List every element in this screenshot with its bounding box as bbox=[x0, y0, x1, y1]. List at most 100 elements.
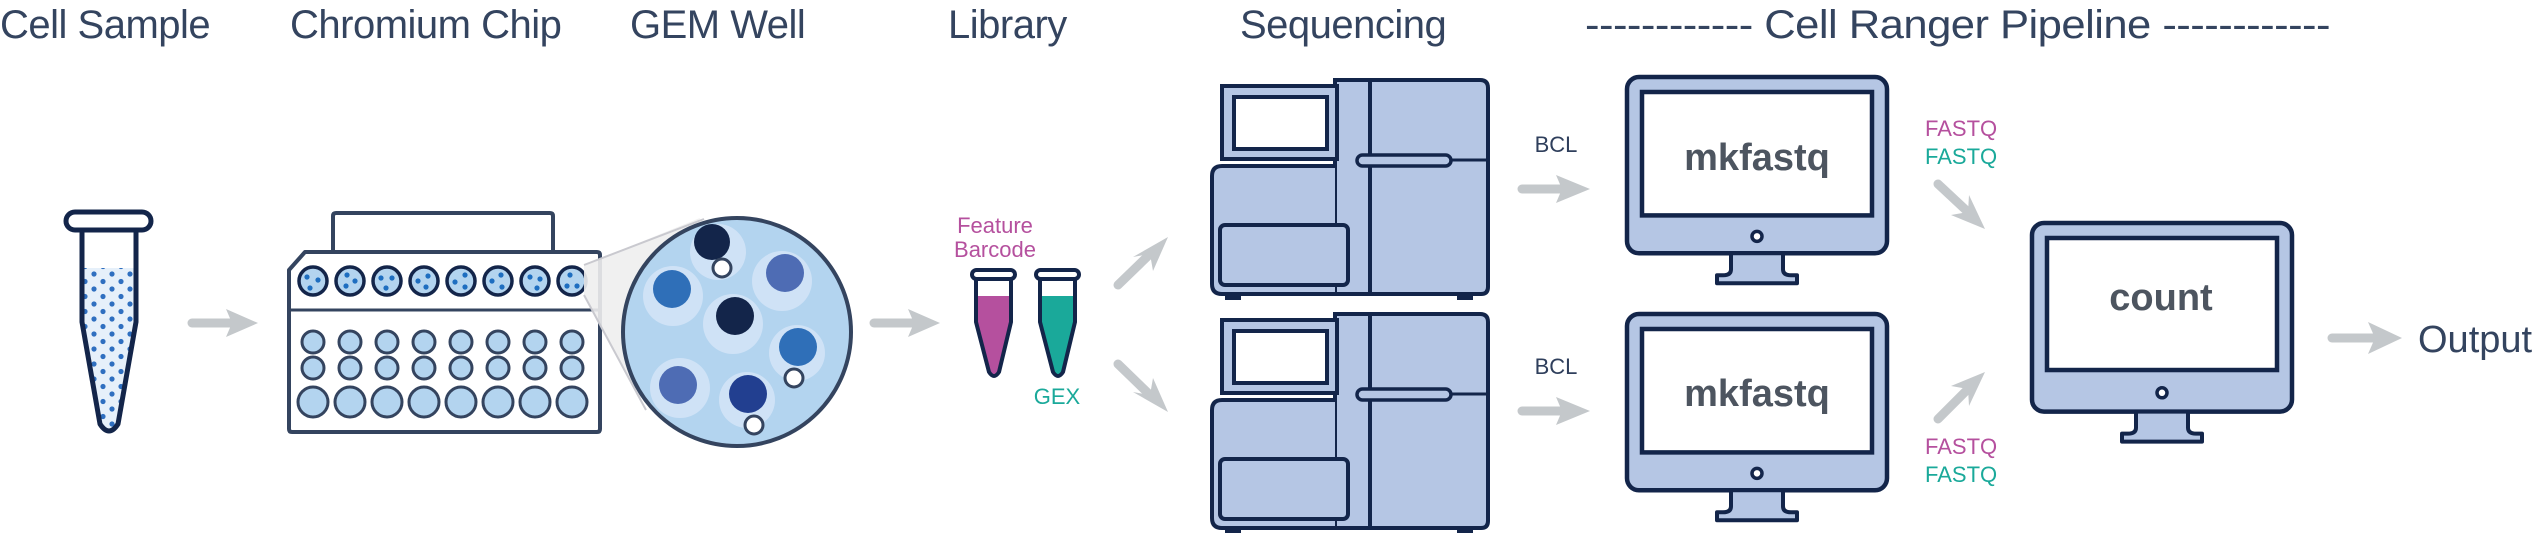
header-sequencing: Sequencing bbox=[1240, 3, 1446, 47]
monitor-stand bbox=[1715, 488, 1799, 523]
chip-sample-wells bbox=[297, 265, 588, 297]
chip-collection-well bbox=[296, 385, 330, 419]
gel-bead bbox=[783, 367, 805, 389]
gex-tube-icon bbox=[1034, 268, 1081, 378]
fastq-gex-top: FASTQ bbox=[1925, 144, 1997, 169]
cell-dot bbox=[315, 277, 321, 283]
cell-dot bbox=[352, 278, 358, 284]
cell-dot bbox=[498, 272, 504, 278]
cell-dot bbox=[423, 284, 429, 290]
feature-barcode-label-line1: Feature bbox=[957, 213, 1033, 238]
chip-reagent-wells bbox=[296, 329, 589, 419]
arrow-right-icon bbox=[187, 309, 258, 337]
header-library: Library bbox=[948, 3, 1067, 47]
sequencer-drawer bbox=[1218, 223, 1350, 287]
cell bbox=[729, 375, 767, 413]
chip-oil-well bbox=[559, 355, 585, 381]
chip-oil-well bbox=[374, 355, 400, 381]
arrow-down-right-icon bbox=[1933, 179, 1985, 229]
cell bbox=[716, 297, 754, 335]
arrow-up-right-icon bbox=[1933, 372, 1985, 424]
monitor-power-button bbox=[2155, 386, 2169, 400]
monitor-screen bbox=[1639, 89, 1875, 218]
gel-bead bbox=[743, 414, 765, 436]
feature-barcode-tube-icon bbox=[970, 268, 1017, 378]
sequencer-body bbox=[1333, 78, 1490, 296]
chip-gel-bead-well bbox=[300, 329, 326, 355]
sequencer-instrument-icon bbox=[1210, 312, 1490, 533]
cell bbox=[779, 328, 817, 366]
arrow-right-icon bbox=[1517, 397, 1590, 425]
cell-dot bbox=[462, 272, 468, 278]
cell-dot bbox=[307, 285, 313, 291]
chip-collection-well bbox=[407, 385, 441, 419]
chip-collection-well bbox=[444, 385, 478, 419]
monitor-screen bbox=[1639, 326, 1875, 455]
sequencer-drawer bbox=[1218, 457, 1350, 521]
cell-dot bbox=[452, 279, 458, 285]
bcl-label-top: BCL bbox=[1535, 132, 1578, 157]
cell-dot bbox=[304, 274, 310, 280]
chip-oil-well bbox=[411, 355, 437, 381]
sequencer-body bbox=[1333, 312, 1490, 530]
header-cell-ranger-pipeline: ------------ Cell Ranger Pipeline ------… bbox=[1585, 3, 2330, 47]
monitor-stand bbox=[2120, 409, 2204, 444]
chip-gel-bead-well bbox=[485, 329, 511, 355]
cell-dot bbox=[462, 284, 468, 290]
cell-dot bbox=[344, 272, 350, 278]
cell-dot bbox=[574, 283, 580, 289]
arrow-right-icon bbox=[2327, 322, 2402, 354]
sequencer-screen bbox=[1232, 329, 1329, 385]
header-cell-sample: Cell Sample bbox=[0, 3, 210, 47]
fastq-gex-bottom: FASTQ bbox=[1925, 462, 1997, 487]
chip-gel-bead-well bbox=[522, 329, 548, 355]
mkfastq-label-bottom: mkfastq bbox=[1684, 373, 1830, 415]
sequencer-foot bbox=[1225, 294, 1241, 300]
gel-bead bbox=[711, 257, 733, 279]
chip-sample-well bbox=[371, 265, 403, 297]
sample-tube-icon bbox=[63, 209, 154, 434]
chip-oil-well bbox=[522, 355, 548, 381]
cell-dot bbox=[537, 276, 543, 282]
fastq-feature-barcode-top: FASTQ bbox=[1925, 116, 1997, 141]
cell-dot bbox=[499, 284, 505, 290]
chip-gel-bead-well bbox=[337, 329, 363, 355]
chip-sample-well bbox=[334, 265, 366, 297]
cell bbox=[659, 366, 697, 404]
cell-dot bbox=[425, 273, 431, 279]
chip-sample-well bbox=[519, 265, 551, 297]
chip-collection-well bbox=[481, 385, 515, 419]
sequencer-screen bbox=[1232, 95, 1329, 151]
chip-collection-well bbox=[555, 385, 589, 419]
chip-sample-well bbox=[445, 265, 477, 297]
chip-gel-bead-well bbox=[559, 329, 585, 355]
chip-collection-well bbox=[518, 385, 552, 419]
cell-dot bbox=[564, 283, 570, 289]
gex-label: GEX bbox=[1034, 384, 1081, 409]
cell-dot bbox=[383, 285, 389, 291]
chip-oil-well bbox=[485, 355, 511, 381]
chip-sample-well bbox=[297, 265, 329, 297]
cell-dot bbox=[527, 274, 533, 280]
header-chromium-chip: Chromium Chip bbox=[290, 3, 561, 47]
cell-dot bbox=[343, 283, 349, 289]
count-label: count bbox=[2109, 277, 2213, 319]
chromium-chip-icon bbox=[287, 211, 602, 434]
feature-barcode-label-line2: Barcode bbox=[954, 237, 1036, 262]
bcl-label-bottom: BCL bbox=[1535, 354, 1578, 379]
chip-oil-well bbox=[300, 355, 326, 381]
monitor-stand bbox=[1715, 251, 1799, 286]
arrow-down-right-icon bbox=[1113, 359, 1168, 412]
output-label: Output bbox=[2418, 319, 2533, 361]
sequencer-instrument-icon bbox=[1210, 78, 1490, 300]
chip-sample-well bbox=[482, 265, 514, 297]
computer-monitor-icon bbox=[1624, 74, 1890, 286]
computer-monitor-icon bbox=[2029, 220, 2295, 444]
chip-oil-well bbox=[337, 355, 363, 381]
chip-sample-well bbox=[556, 265, 588, 297]
chip-gel-bead-well bbox=[374, 329, 400, 355]
sequencer-foot bbox=[1225, 528, 1241, 533]
chip-oil-well bbox=[448, 355, 474, 381]
gem-well-magnified-icon bbox=[621, 216, 853, 448]
